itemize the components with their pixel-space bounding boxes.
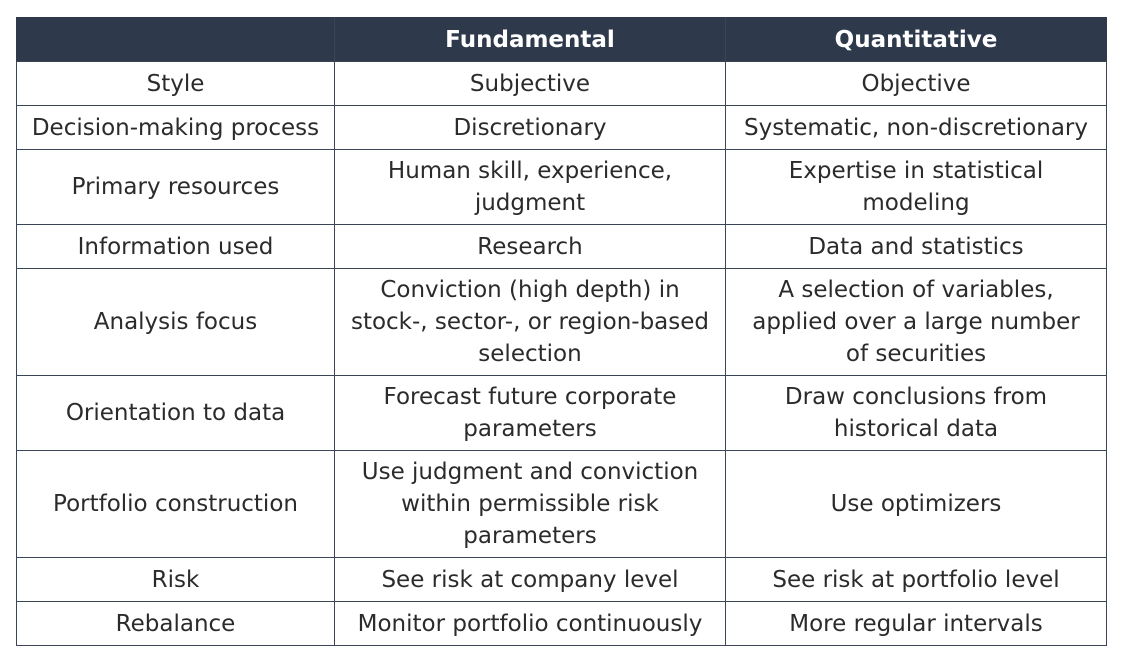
quantitative-cell: Data and statistics: [725, 224, 1107, 269]
header-row: Fundamental Quantitative: [16, 17, 1107, 62]
header-cell-quantitative: Quantitative: [725, 17, 1107, 62]
header-cell-empty: [16, 17, 335, 62]
fundamental-cell: See risk at company level: [334, 557, 726, 602]
quantitative-cell: Draw conclusions from historical data: [725, 375, 1107, 451]
header-cell-fundamental: Fundamental: [334, 17, 726, 62]
fundamental-cell: Research: [334, 224, 726, 269]
fundamental-cell: Discretionary: [334, 105, 726, 150]
quantitative-cell: Objective: [725, 61, 1107, 106]
fundamental-cell: Subjective: [334, 61, 726, 106]
comparison-table: Fundamental Quantitative Style Subjectiv…: [16, 17, 1107, 646]
quantitative-cell: Systematic, non-discretionary: [725, 105, 1107, 150]
table-row: Orientation to data Forecast future corp…: [16, 375, 1107, 451]
table-row: Style Subjective Objective: [16, 61, 1107, 106]
table-row: Analysis focus Conviction (high depth) i…: [16, 268, 1107, 376]
table-header: Fundamental Quantitative: [16, 17, 1107, 62]
table-row: Decision-making process Discretionary Sy…: [16, 105, 1107, 150]
row-label: Decision-making process: [16, 105, 335, 150]
quantitative-cell: See risk at portfolio level: [725, 557, 1107, 602]
quantitative-cell: Use optimizers: [725, 450, 1107, 558]
quantitative-cell: Expertise in statistical modeling: [725, 149, 1107, 225]
table-row: Portfolio construction Use judgment and …: [16, 450, 1107, 558]
table-row: Rebalance Monitor portfolio continuously…: [16, 601, 1107, 646]
row-label: Portfolio construction: [16, 450, 335, 558]
row-label: Analysis focus: [16, 268, 335, 376]
fundamental-cell: Forecast future corporate parameters: [334, 375, 726, 451]
table-row: Information used Research Data and stati…: [16, 224, 1107, 269]
quantitative-cell: More regular intervals: [725, 601, 1107, 646]
table-row: Risk See risk at company level See risk …: [16, 557, 1107, 602]
row-label: Rebalance: [16, 601, 335, 646]
fundamental-cell: Human skill, experience, judgment: [334, 149, 726, 225]
fundamental-cell: Monitor portfolio continuously: [334, 601, 726, 646]
row-label: Risk: [16, 557, 335, 602]
row-label: Orientation to data: [16, 375, 335, 451]
fundamental-cell: Conviction (high depth) in stock-, secto…: [334, 268, 726, 376]
row-label: Style: [16, 61, 335, 106]
table-row: Primary resources Human skill, experienc…: [16, 149, 1107, 225]
fundamental-cell: Use judgment and conviction within permi…: [334, 450, 726, 558]
comparison-table-container: Fundamental Quantitative Style Subjectiv…: [16, 17, 1107, 646]
row-label: Information used: [16, 224, 335, 269]
quantitative-cell: A selection of variables, applied over a…: [725, 268, 1107, 376]
row-label: Primary resources: [16, 149, 335, 225]
table-body: Style Subjective Objective Decision-maki…: [16, 61, 1107, 646]
